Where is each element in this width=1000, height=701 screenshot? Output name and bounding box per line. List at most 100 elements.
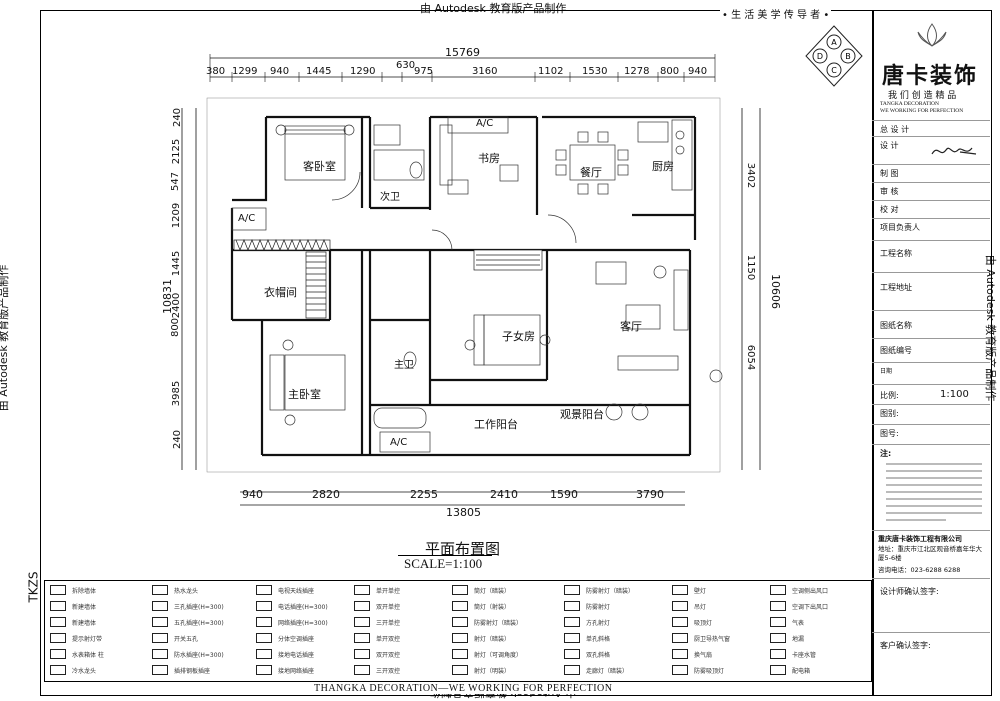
legend-label: 插排钢板插座 xyxy=(174,668,211,675)
legend-label: 筒灯（暗装） xyxy=(474,588,511,595)
legend-label: 防雾射灯（暗装） xyxy=(474,620,523,627)
legend-symbol xyxy=(770,617,786,627)
brand-logo: A B C D xyxy=(805,25,863,87)
room-master-bedroom: 主卧室 xyxy=(288,388,321,401)
legend-symbol xyxy=(672,601,688,611)
legend-label: 电话插座(H=300) xyxy=(278,604,328,611)
legend-symbol xyxy=(354,585,370,595)
legend-symbol xyxy=(672,585,688,595)
slogan: • 生 活 美 学 传 导 者 • xyxy=(720,6,832,21)
watermark-top: 由 Autodesk 教育版产品制作 xyxy=(420,2,567,15)
dim-top-10: 1278 xyxy=(624,66,650,77)
legend-symbol xyxy=(256,665,272,675)
room-study: 书房 xyxy=(478,152,500,165)
ac-label-3: A/C xyxy=(390,437,408,448)
dim-top-9: 1530 xyxy=(582,66,608,77)
tb-customer-confirm: 客户确认签字: xyxy=(880,641,931,650)
dim-left-4: 1445 xyxy=(171,250,183,277)
tb-phone: 咨询电话：023-6288 6288 xyxy=(878,566,961,574)
lotus-icon xyxy=(917,23,947,47)
dim-bottom-3: 2410 xyxy=(490,488,518,501)
legend-symbol xyxy=(564,633,580,643)
legend-symbol xyxy=(256,617,272,627)
legend-symbol xyxy=(256,633,272,643)
dim-bottom-2: 2255 xyxy=(410,488,438,501)
tb-drawing-no: 图号: xyxy=(880,429,899,438)
room-guest-bedroom: 客卧室 xyxy=(303,160,336,173)
legend-label: 单开双控 xyxy=(376,636,401,643)
legend-symbol xyxy=(564,601,580,611)
room-kids: 子女房 xyxy=(502,330,535,343)
dim-top-5: 630 xyxy=(396,60,416,71)
tb-designer-confirm: 设计师确认签字: xyxy=(880,587,939,596)
left-code: TKZS xyxy=(26,571,41,603)
watermark-left: 由 Autodesk 教育版产品制作 xyxy=(0,264,11,411)
legend-symbol xyxy=(50,617,66,627)
dim-bottom-5: 3790 xyxy=(636,488,664,501)
legend-symbol xyxy=(354,649,370,659)
legend-label: 防雾射灯（暗装） xyxy=(586,588,635,595)
room-second-bath: 次卫 xyxy=(380,192,400,203)
legend-symbol xyxy=(152,601,168,611)
tb-scale-label: 比例: xyxy=(880,391,899,400)
legend-label: 防雾射灯 xyxy=(586,604,611,611)
legend-symbol xyxy=(152,633,168,643)
legend-symbol xyxy=(452,633,468,643)
legend-label: 筒灯（射装） xyxy=(474,604,511,611)
legend-symbol xyxy=(256,601,272,611)
legend-label: 空调下出风口 xyxy=(792,604,829,611)
dim-bottom-4: 1590 xyxy=(550,488,578,501)
legend-label: 射灯（可调角度） xyxy=(474,652,523,659)
legend-symbol xyxy=(152,585,168,595)
legend-label: 接地电话插座 xyxy=(278,652,315,659)
legend-symbol xyxy=(256,585,272,595)
legend-symbol xyxy=(452,601,468,611)
dim-bottom-total: 13805 xyxy=(446,506,481,519)
brand-en-2: WE WORKING FOR PERFECTION xyxy=(880,108,964,114)
dim-top-3: 1445 xyxy=(306,66,332,77)
legend-label: 空调侧出风口 xyxy=(792,588,829,595)
legend-symbol xyxy=(50,665,66,675)
legend-label: 热水龙头 xyxy=(174,588,199,595)
plan-scale: SCALE=1:100 xyxy=(404,556,483,571)
dim-left-8: 240 xyxy=(172,429,184,450)
legend-label: 新建墙体 xyxy=(72,604,97,611)
footer-slogan: THANGKA DECORATION—WE WORKING FOR PERFEC… xyxy=(310,683,617,694)
logo-letter-c: C xyxy=(831,66,837,75)
legend-label: 配电箱 xyxy=(792,668,811,675)
legend-label: 新建墙体 xyxy=(72,620,97,627)
legend-symbol xyxy=(770,633,786,643)
dim-top-1: 1299 xyxy=(232,66,258,77)
signature-icon xyxy=(931,147,977,155)
legend-label: 冷水龙头 xyxy=(72,668,97,675)
dim-top-11: 800 xyxy=(660,66,680,77)
legend-symbol xyxy=(354,617,370,627)
legend-symbol xyxy=(50,585,66,595)
legend-symbol xyxy=(672,633,688,643)
legend-label: 三开双控 xyxy=(376,668,401,675)
legend-label: 壁灯 xyxy=(694,588,707,595)
tb-scale-value: 1:100 xyxy=(940,389,969,400)
tb-drawing-type: 图别: xyxy=(880,409,899,418)
title-block xyxy=(872,10,992,696)
legend-label: 厨卫导热气窗 xyxy=(694,636,731,643)
legend-symbol xyxy=(770,649,786,659)
legend-label: 分体空调插座 xyxy=(278,636,315,643)
legend-label: 单孔斜格 xyxy=(586,636,611,643)
brand-en-1: TANGKA DECORATION xyxy=(880,101,939,107)
dim-top-7: 3160 xyxy=(472,66,498,77)
legend-symbol xyxy=(770,665,786,675)
legend-symbol xyxy=(452,617,468,627)
legend-label: 水表箱体 柱 xyxy=(72,652,104,659)
legend-label: 拆除墙体 xyxy=(72,588,97,595)
legend-label: 走廊灯（暗装） xyxy=(586,668,629,675)
legend-label: 射灯（明装） xyxy=(474,668,511,675)
dim-left-2: 547 xyxy=(170,171,182,192)
legend-label: 三开单控 xyxy=(376,620,401,627)
dim-top-12: 940 xyxy=(688,66,708,77)
legend-label: 气表 xyxy=(792,620,805,627)
legend-symbol xyxy=(564,617,580,627)
legend-symbol xyxy=(564,665,580,675)
tb-drafter: 制 图 xyxy=(880,169,899,178)
dim-top-0: 380 xyxy=(206,66,226,77)
